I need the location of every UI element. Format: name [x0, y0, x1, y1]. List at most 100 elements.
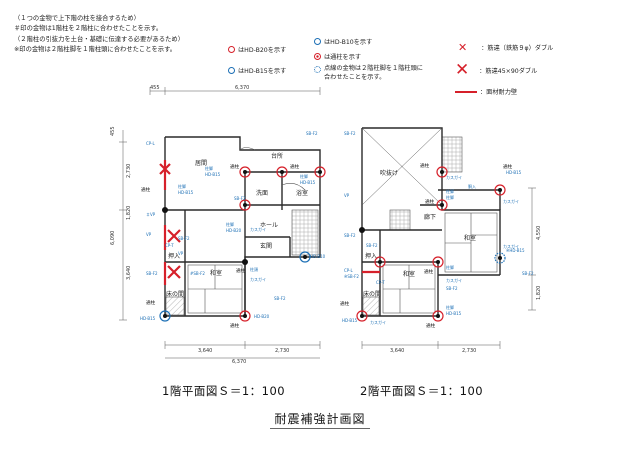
- label-chukyaku: 柱脚: [446, 194, 454, 200]
- room-label: 玄関: [260, 242, 272, 250]
- label-tsuuchu: 通柱: [141, 186, 151, 193]
- room-label: 和室: [403, 270, 415, 278]
- room-label: 浴室: [296, 189, 308, 197]
- floor2-dimensions: [361, 187, 536, 349]
- blue-ring-icon: [228, 67, 235, 74]
- label-sb: SB-F2: [234, 196, 246, 201]
- label-kasugai: カスガイ: [503, 243, 519, 249]
- room-label: 台所: [271, 152, 283, 160]
- label-kasugai: カスガイ: [370, 319, 386, 325]
- label-tsuuchu: 通柱: [230, 163, 240, 170]
- room-label: 床の間: [166, 290, 184, 298]
- label-hd: HD-B15: [140, 316, 156, 321]
- note-line: ＃印の金物は1階柱を２階柱に合わせたことを示す。: [14, 25, 163, 33]
- legend-wall: ：面材耐力壁: [455, 87, 517, 96]
- label-kasugai: カスガイ: [446, 277, 462, 283]
- label-chukyaku: 柱脚: [446, 304, 454, 310]
- floor2-tatami: [362, 212, 498, 316]
- label-hd: HD-B20: [254, 314, 270, 319]
- label-hd: HD-B15: [342, 318, 358, 323]
- label-kasugai: カスガイ: [503, 198, 519, 204]
- label-cp: CP-T: [165, 243, 174, 248]
- blue-ring-icon: [314, 38, 321, 45]
- label-hd: HD-B15: [300, 180, 316, 185]
- dim-text: 1,820: [536, 286, 542, 300]
- dotted-ring-icon: [314, 66, 321, 73]
- floor1-caption: 1階平面図Ｓ＝1：100: [162, 384, 286, 398]
- label-sb: #SB-F2: [190, 271, 205, 276]
- room-label: 和室: [210, 269, 222, 277]
- label-tsuuchu: 通柱: [340, 300, 350, 307]
- dim-text: 1,820: [126, 206, 132, 220]
- label-sb: SB-F2: [344, 131, 356, 136]
- wall-line-icon: [455, 90, 477, 93]
- small-x-icon: ✕: [458, 41, 468, 54]
- dim-text: 6,090: [110, 231, 116, 245]
- floor1-tatami: [165, 147, 306, 316]
- floor1-dimensions: [119, 87, 321, 359]
- label-cp: CP-T: [376, 280, 385, 285]
- floor1-brace-marks: [159, 163, 181, 279]
- label-cp: CP-L: [344, 268, 354, 273]
- floor2-columns: [356, 166, 506, 322]
- label-hd: HD-B15: [205, 172, 221, 177]
- label-tsuuchu: 通柱: [420, 162, 430, 169]
- room-label: 洗面: [256, 189, 268, 197]
- room-label: 床の間: [363, 290, 381, 298]
- label-tsuuchu: 通柱: [230, 322, 240, 329]
- room-label: 廊下: [424, 213, 436, 221]
- large-x-icon: ✕: [455, 60, 470, 80]
- dim-text: 2,730: [462, 348, 476, 354]
- label-sb: SB-F2: [306, 131, 318, 136]
- legend-dotted-note: 点線の金物は２階柱脚を１階柱頭に 合わせたことを示す。: [314, 65, 423, 82]
- label-sb: SB-F2: [344, 233, 356, 238]
- label-tsuuchu: 通柱: [503, 163, 513, 170]
- dim-text: 2,730: [126, 164, 132, 178]
- dim-text: 6,370: [232, 359, 246, 365]
- label-sb: ※SB-F2: [344, 274, 359, 279]
- label-sb: SB-F2: [366, 243, 378, 248]
- label-chukyaku: 柱脚: [446, 264, 454, 270]
- room-label: ホール: [260, 222, 278, 229]
- label-cp: CP-L: [146, 141, 156, 146]
- floor2-void-lines: [361, 127, 443, 206]
- dim-text: 455: [110, 126, 116, 136]
- red-dot-ring-icon: [314, 53, 321, 60]
- label-kasugai: カスガイ: [446, 174, 462, 180]
- label-sb: SB-F2: [446, 286, 458, 291]
- room-label: 居間: [195, 160, 207, 167]
- label-tsuuchu: 通柱: [426, 322, 436, 329]
- label-chukyaku: 柱脚: [446, 188, 454, 194]
- red-ring-icon: [228, 46, 235, 53]
- label-tsuuchu: 通柱: [236, 267, 246, 274]
- legend-brace-rebar: ✕ ：筋違（鉄筋９φ）ダブル: [458, 41, 554, 54]
- title-underline: [270, 428, 370, 429]
- note-line: （２階柱の引抜力を土台・基礎に伝達する必要があるため）: [14, 35, 185, 43]
- floor1-stairs: [291, 209, 319, 256]
- room-label: 押入: [365, 252, 377, 260]
- dim-text: 6,370: [235, 85, 249, 91]
- dim-text: 4,550: [536, 226, 542, 240]
- dim-text: 3,640: [126, 266, 132, 280]
- notes: （１つの金物で上下階の柱を接合するため） ＃印の金物は1階柱を２階柱に合わせたこ…: [14, 14, 184, 56]
- label-vp: VP: [178, 251, 184, 256]
- floor2-caption: 2階平面図Ｓ＝1：100: [360, 384, 484, 398]
- note-line: ※印の金物は２階柱脚を１階柱頭に合わせたことを示す。: [14, 46, 177, 54]
- label-kasugai: カスガイ: [250, 276, 266, 282]
- label-hd: HD-B15: [446, 311, 462, 316]
- label-hd: HD-B15: [506, 170, 522, 175]
- label-hd: HD-B10: [310, 254, 326, 259]
- label-vp: VP: [344, 193, 350, 198]
- label-vp: ＃VP: [146, 212, 156, 217]
- label-vp: VP: [146, 232, 152, 237]
- label-chutou: 柱頭: [250, 266, 258, 272]
- label-tsuuchu: 通柱: [146, 299, 156, 306]
- room-label: 和室: [464, 234, 476, 242]
- room-label: 押入: [168, 252, 180, 260]
- dim-text: 455: [150, 85, 160, 91]
- page-title: 耐震補強計画図: [274, 412, 366, 426]
- label-chukyaku: 柱脚: [226, 221, 234, 227]
- label-chukyaku: 柱脚: [205, 165, 213, 171]
